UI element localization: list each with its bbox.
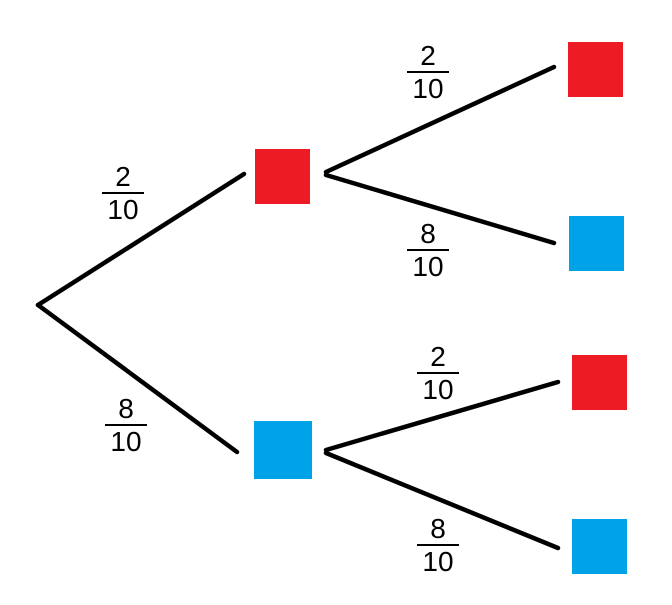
fraction-denominator: 10	[105, 424, 147, 458]
branch-line-red-to-red	[323, 64, 557, 175]
fraction-denominator: 10	[407, 71, 449, 105]
blue-square-leaf-after-red	[569, 216, 624, 271]
probability-label-first-blue: 8 10	[105, 394, 147, 458]
fraction-numerator: 2	[115, 161, 131, 192]
fraction-denominator: 10	[102, 192, 144, 226]
blue-square-leaf-after-blue	[572, 519, 627, 574]
fraction-numerator: 8	[118, 393, 134, 424]
branch-line-blue-to-red	[323, 379, 561, 453]
branch-line-blue-to-blue	[323, 450, 561, 551]
fraction-numerator: 2	[420, 40, 436, 71]
fraction-denominator: 10	[407, 249, 449, 283]
branch-line-root-to-blue	[35, 302, 240, 455]
fraction-numerator: 8	[430, 513, 446, 544]
probability-label-blue-then-red: 2 10	[417, 342, 459, 406]
branch-line-red-to-blue	[323, 172, 557, 246]
probability-label-red-then-blue: 8 10	[407, 219, 449, 283]
fraction-denominator: 10	[417, 372, 459, 406]
fraction-numerator: 2	[430, 341, 446, 372]
red-square-leaf-after-red	[568, 42, 623, 97]
red-square-leaf-after-blue	[572, 355, 627, 410]
probability-label-blue-then-blue: 8 10	[417, 514, 459, 578]
blue-square-node-level1	[254, 421, 312, 479]
fraction-numerator: 8	[420, 218, 436, 249]
fraction-denominator: 10	[417, 544, 459, 578]
branch-line-root-to-red	[35, 171, 247, 308]
probability-label-red-then-red: 2 10	[407, 41, 449, 105]
red-square-node-level1	[255, 149, 310, 204]
probability-label-first-red: 2 10	[102, 162, 144, 226]
